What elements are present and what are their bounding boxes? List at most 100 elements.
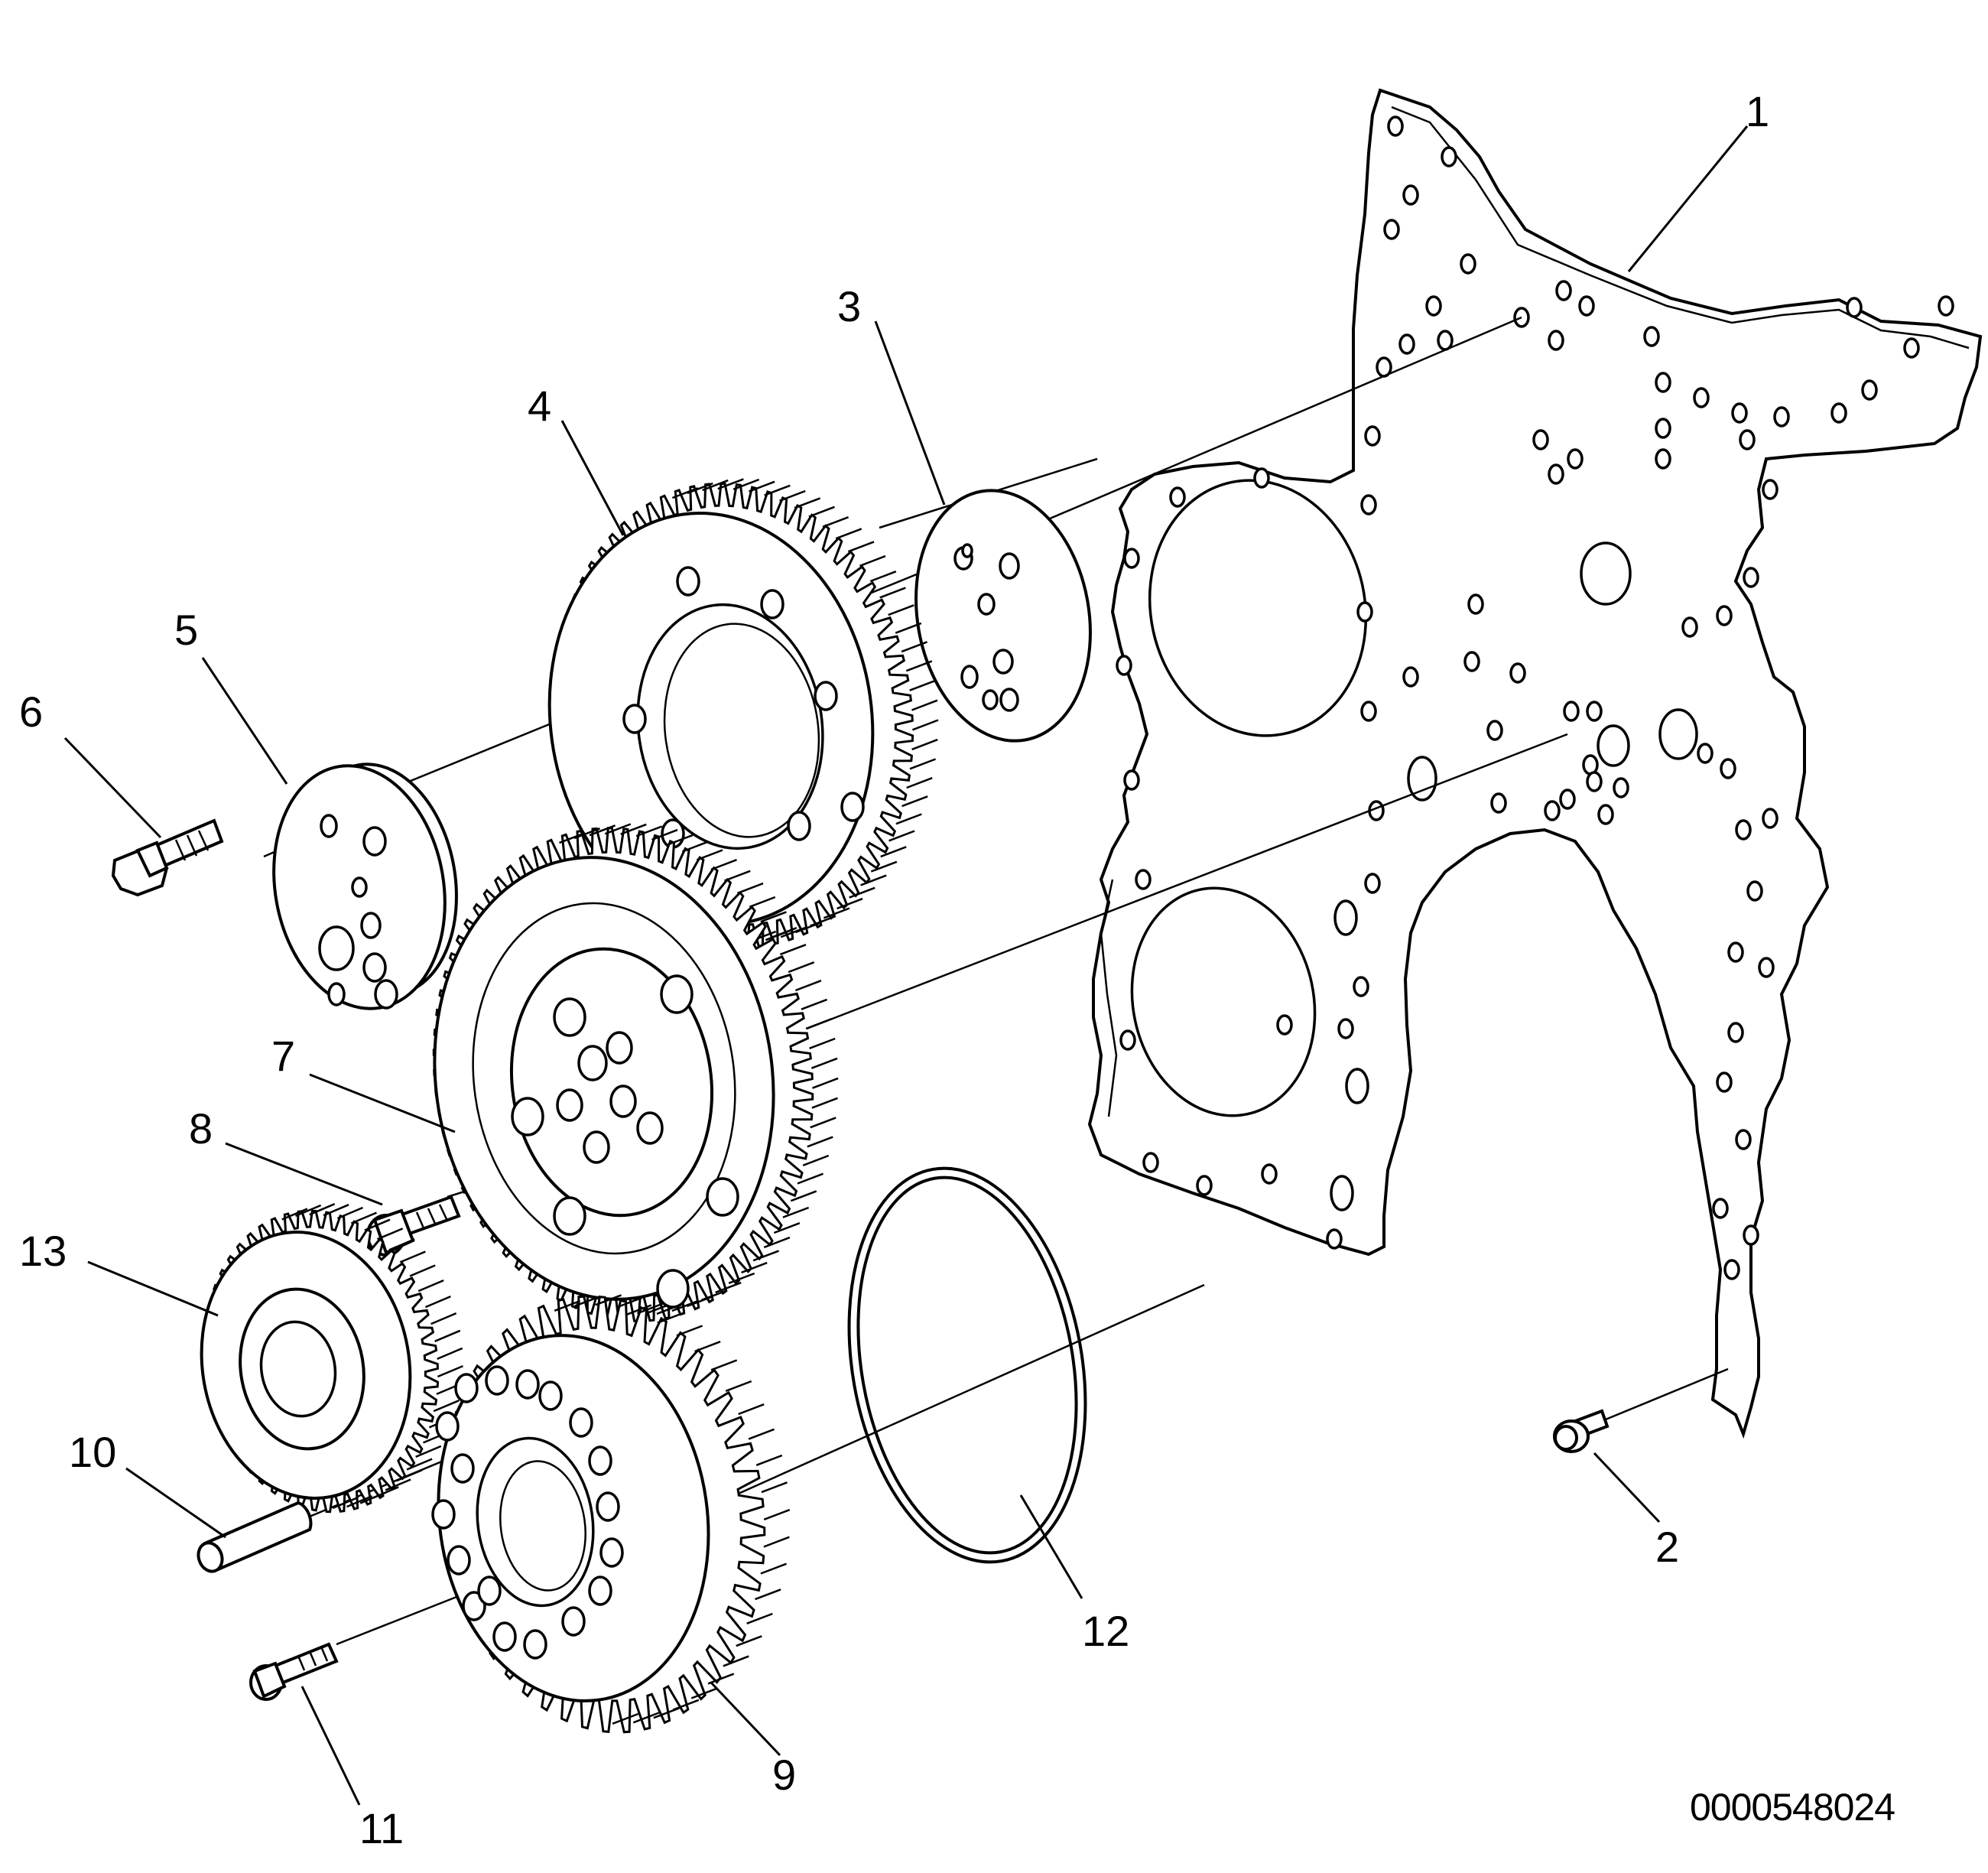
- bolt-hole: [1731, 402, 1748, 424]
- gear-tooth-face: [911, 719, 939, 731]
- bolt-hole: [1567, 448, 1584, 470]
- gear-tooth-face: [888, 830, 915, 842]
- gear-tooth-face: [895, 813, 922, 825]
- gear-tooth-face: [755, 1588, 781, 1601]
- part-12-o-ring: [847, 1166, 1087, 1564]
- gear-tooth-face: [687, 482, 713, 494]
- bolt-hole: [1135, 869, 1152, 890]
- gear-tooth-face: [728, 1272, 755, 1284]
- gear-tooth-face: [763, 1236, 791, 1249]
- bolt-hole: [1743, 567, 1759, 588]
- bolt-hole: [1681, 616, 1698, 638]
- bolt-hole: [1360, 494, 1377, 515]
- part-10-dowel-pin: [197, 1501, 313, 1573]
- gear-tooth-face: [346, 1494, 373, 1508]
- bolt-hole: [1509, 662, 1526, 684]
- gear-tooth-face: [773, 1222, 801, 1234]
- bolt-hole: [1196, 1175, 1213, 1196]
- part-3-thrust-plate: [914, 489, 1092, 743]
- gear-tooth-face: [437, 1364, 463, 1378]
- gear-tooth-face: [309, 1203, 336, 1216]
- gear-tooth-face: [323, 1204, 349, 1217]
- gear-tooth-face: [788, 961, 815, 974]
- bolt-hole: [1353, 976, 1369, 997]
- bolt-hole: [1544, 800, 1561, 821]
- gear-tooth-face: [879, 587, 906, 599]
- callout-10: 10: [69, 1428, 116, 1476]
- bolt-hole: [1938, 295, 1954, 317]
- bolt-hole: [1364, 873, 1381, 894]
- bolt-hole: [1364, 425, 1381, 447]
- gear-tooth-face: [437, 1347, 463, 1361]
- gear-tooth-face: [860, 874, 887, 886]
- bolt-hole: [1720, 758, 1736, 779]
- gear-tooth-face: [849, 886, 875, 899]
- gear-tooth-face: [870, 860, 898, 873]
- bolt-hole: [1563, 701, 1580, 722]
- bolt-hole: [588, 1445, 612, 1476]
- bolt-hole: [1142, 1152, 1159, 1173]
- bolt-hole: [1460, 253, 1476, 275]
- callout-5: 5: [174, 606, 198, 654]
- gear-tooth-face: [625, 1304, 652, 1316]
- bolt-hole: [538, 1380, 563, 1411]
- gear-tooth-face: [657, 1312, 684, 1324]
- callout-1: 1: [1746, 87, 1769, 135]
- gear-tooth-face: [909, 679, 936, 691]
- bolt-hole: [1169, 486, 1186, 508]
- bolt-hole: [1425, 295, 1442, 317]
- gear-tooth-face: [717, 478, 744, 490]
- callout-leaders: [63, 125, 1749, 1806]
- gear-tooth-face: [690, 1687, 718, 1699]
- bolt-hole: [1441, 146, 1457, 167]
- gear-tooth-face: [901, 641, 928, 653]
- bolt-hole: [1655, 448, 1671, 470]
- callout-8: 8: [189, 1104, 213, 1153]
- bolt-hole: [1402, 184, 1419, 206]
- gear-tooth-face: [760, 1562, 787, 1575]
- bolt-hole: [1123, 548, 1140, 569]
- gear-tooth-face: [433, 1400, 460, 1413]
- callout-2: 2: [1655, 1523, 1679, 1571]
- gear-tooth-face: [790, 1190, 817, 1202]
- bolt-hole: [596, 1491, 620, 1522]
- bolt-hole: [1861, 379, 1878, 401]
- gear-tooth-face: [810, 1057, 838, 1069]
- gear-tooth-face: [573, 828, 601, 840]
- bolt-hole: [1402, 666, 1419, 688]
- bolt-hole: [1276, 1014, 1293, 1036]
- bolt-hole: [588, 1575, 612, 1606]
- gear-tooth-face: [710, 1359, 738, 1371]
- gear-tooth-face: [332, 1496, 359, 1509]
- figure-reference-number: 0000548024: [1690, 1786, 1895, 1829]
- gear-tooth-face: [810, 1117, 836, 1129]
- bolt-hole: [1383, 219, 1400, 240]
- gear-tooth-face: [905, 660, 933, 672]
- gear-tooth-face: [770, 927, 797, 939]
- callout-labels: 1 2 3 4 5 6 7 8 9 10 11 12 13 0000548024: [19, 87, 1895, 1852]
- bolt-hole: [1655, 372, 1671, 393]
- bolt-hole: [1735, 819, 1752, 841]
- bolt-hole: [1463, 651, 1480, 672]
- bolt-hole: [1716, 605, 1733, 626]
- bolt-hole: [485, 1365, 509, 1396]
- bolt-hole: [1532, 429, 1549, 450]
- bolt-hole: [1716, 1071, 1733, 1093]
- bolt-hole: [454, 1373, 479, 1403]
- gear-tooth-face: [687, 1296, 713, 1308]
- gear-tooth-face: [895, 622, 922, 634]
- bolt-hole: [1727, 941, 1744, 963]
- bolt-hole: [431, 1499, 456, 1530]
- gear-tooth-face: [702, 479, 729, 492]
- gear-tooth-face: [755, 1454, 783, 1466]
- plate-bolt-holes: [1116, 115, 1954, 1280]
- bolt-hole: [1739, 429, 1756, 450]
- part-5-hub-plate: [272, 763, 458, 1010]
- gear-tooth-face: [797, 1172, 823, 1185]
- gear-tooth-face: [749, 896, 776, 908]
- bolt-hole: [1613, 777, 1629, 798]
- gear-tooth-face: [406, 1458, 433, 1471]
- part-4-camshaft-gear: [547, 478, 939, 948]
- gear-tooth-face: [736, 882, 764, 895]
- bolt-hole: [1337, 1018, 1354, 1039]
